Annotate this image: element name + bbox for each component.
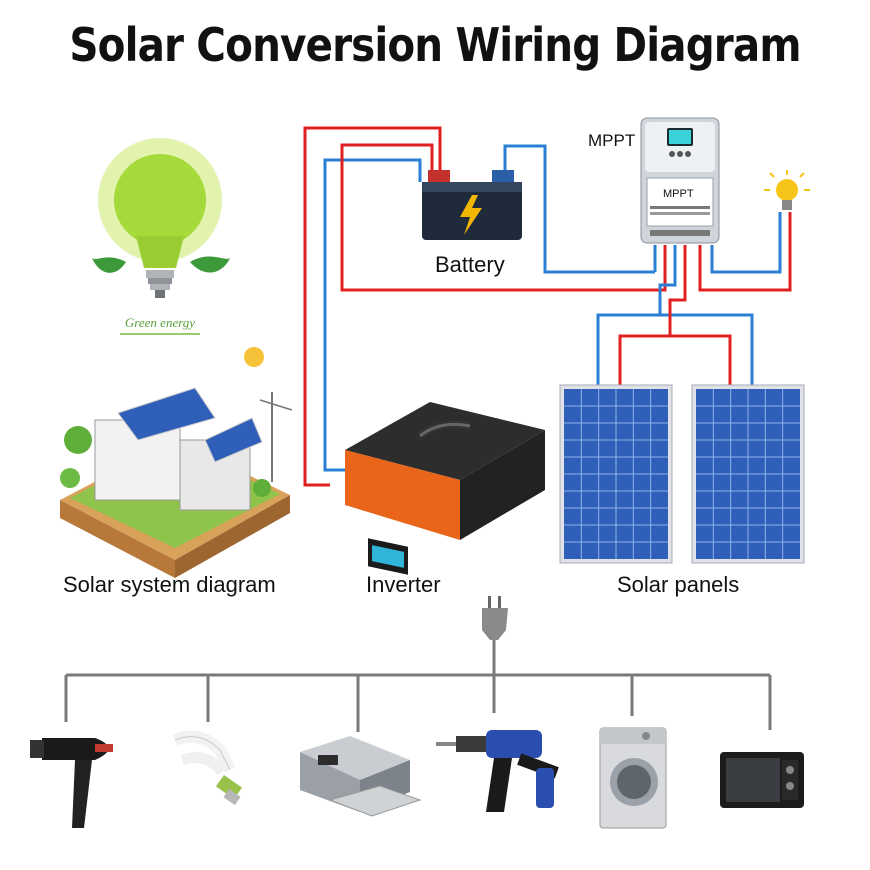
wire-mppt-load-negative	[710, 212, 782, 274]
power-drill-icon	[436, 730, 559, 812]
wire-battery-negative-to-inverter	[503, 144, 655, 274]
wire-mppt-panel-positive	[618, 245, 687, 385]
sun-icon	[244, 347, 264, 367]
mppt-controller-icon	[640, 117, 720, 244]
wire-mppt-load-positive	[698, 212, 792, 292]
solar-panel-cell-grid	[564, 389, 800, 559]
microwave-oven-icon	[720, 752, 804, 808]
solar-panels-label: Solar panels	[617, 572, 740, 597]
battery-icon	[422, 170, 522, 240]
appliance-bus	[64, 640, 772, 732]
inverter-label: Inverter	[366, 572, 441, 597]
wires	[303, 126, 792, 487]
mppt-device-label: MPPT	[663, 188, 694, 200]
diagram-title: Solar Conversion Wiring Diagram	[69, 18, 801, 72]
solar-system-diagram-label: Solar system diagram	[63, 572, 276, 597]
printer-icon	[300, 736, 422, 817]
wire-battery-positive-to-mppt	[340, 143, 667, 292]
solar-house-icon	[60, 387, 293, 578]
wire-mppt-panel-negative-2	[660, 313, 754, 385]
wire-inverter-negative	[323, 158, 422, 472]
wire-mppt-panel-negative	[596, 245, 677, 385]
wire-mppt-panel-positive-2	[670, 334, 732, 385]
inverter-icon	[345, 402, 545, 575]
hair-dryer-icon	[30, 738, 113, 828]
battery-label: Battery	[435, 252, 505, 277]
green-energy-text: Green energy	[125, 315, 195, 330]
washing-machine-icon	[599, 727, 667, 829]
wire-battery-positive-to-inverter	[303, 126, 442, 487]
load-bulb-icon	[764, 170, 810, 210]
green-energy-bulb-icon: Green energy	[92, 138, 230, 335]
cfl-bulb-icon	[172, 730, 243, 806]
plug-icon	[482, 596, 508, 640]
mppt-label: MPPT	[588, 131, 636, 150]
